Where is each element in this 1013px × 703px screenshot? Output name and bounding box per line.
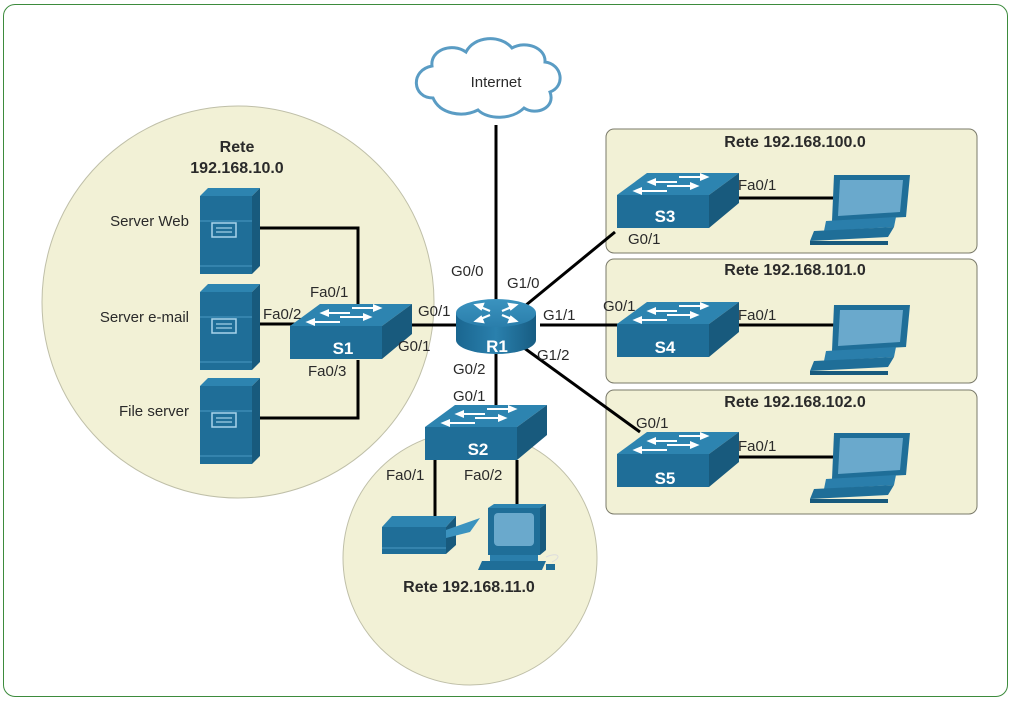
switch-name: S2 [468,440,489,459]
internet-label: Internet [471,74,523,91]
zone-title-lan102: Rete 192.168.102.0 [724,394,866,411]
port-s1-fa01: Fa0/1 [310,284,348,301]
zone-title-lan11: Rete 192.168.11.0 [403,579,535,596]
port-s4-g01: G0/1 [603,298,636,315]
server-label: Server Web [110,213,189,230]
cloud-icon[interactable]: Internet [414,37,562,119]
desktop-pc-icon [478,504,559,570]
switch-s5[interactable]: S5 [616,431,740,488]
link-r1-s5 [519,343,641,434]
port-s5-g01: G0/1 [636,415,669,432]
port-r1-g00: G0/0 [451,263,484,280]
port-s4-fa01: Fa0/1 [738,307,776,324]
server-label: File server [119,403,189,420]
port-s2-fa02: Fa0/2 [464,467,502,484]
port-r1-g12: G1/2 [537,347,570,364]
link-s1-file-server [260,360,360,420]
router-name: R1 [486,337,508,356]
desktop-pc[interactable] [478,504,559,570]
port-s3-g01: G0/1 [628,231,661,248]
links [260,125,845,520]
server-label: Server e-mail [100,309,189,326]
server-web[interactable]: Server Web [110,187,261,275]
switch-name: S1 [333,339,354,358]
switch-s1[interactable]: S1 [289,303,413,360]
switch-name: S3 [655,207,676,226]
router-r1[interactable]: R1 [456,299,536,356]
printer-icon [382,516,480,554]
port-r1-g02: G0/2 [453,361,486,378]
zone-title-lan10-line1: Rete [220,139,255,156]
port-s2-g01: G0/1 [453,388,486,405]
printer[interactable] [382,516,480,554]
server-icon [199,283,261,371]
port-s1-g01: G0/1 [398,338,431,355]
server-email[interactable]: Server e-mail [100,283,261,371]
switch-name: S5 [655,469,676,488]
port-r1-g11: G1/1 [543,307,576,324]
port-s1-fa02: Fa0/2 [263,306,301,323]
port-s5-fa01: Fa0/1 [738,438,776,455]
port-s1-fa03: Fa0/3 [308,363,346,380]
switch-s2[interactable]: S2 [424,404,548,461]
zone-title-lan10-line2: 192.168.10.0 [190,160,284,177]
zone-title-lan101: Rete 192.168.101.0 [724,262,866,279]
switch-s4[interactable]: S4 [616,301,740,358]
link-s1-server-web [260,226,360,304]
switch-name: S4 [655,338,676,357]
switch-s3[interactable]: S3 [616,172,740,229]
port-s2-fa01: Fa0/1 [386,467,424,484]
server-icon [199,187,261,275]
port-r1-g01: G0/1 [418,303,451,320]
port-r1-g10: G1/0 [507,275,540,292]
link-r1-s3 [519,230,616,312]
zone-title-lan100: Rete 192.168.100.0 [724,134,866,151]
file-server[interactable]: File server [119,377,261,465]
diagram-frame [3,4,1008,697]
server-icon [199,377,261,465]
port-s3-fa01: Fa0/1 [738,177,776,194]
router-icon [456,299,536,354]
